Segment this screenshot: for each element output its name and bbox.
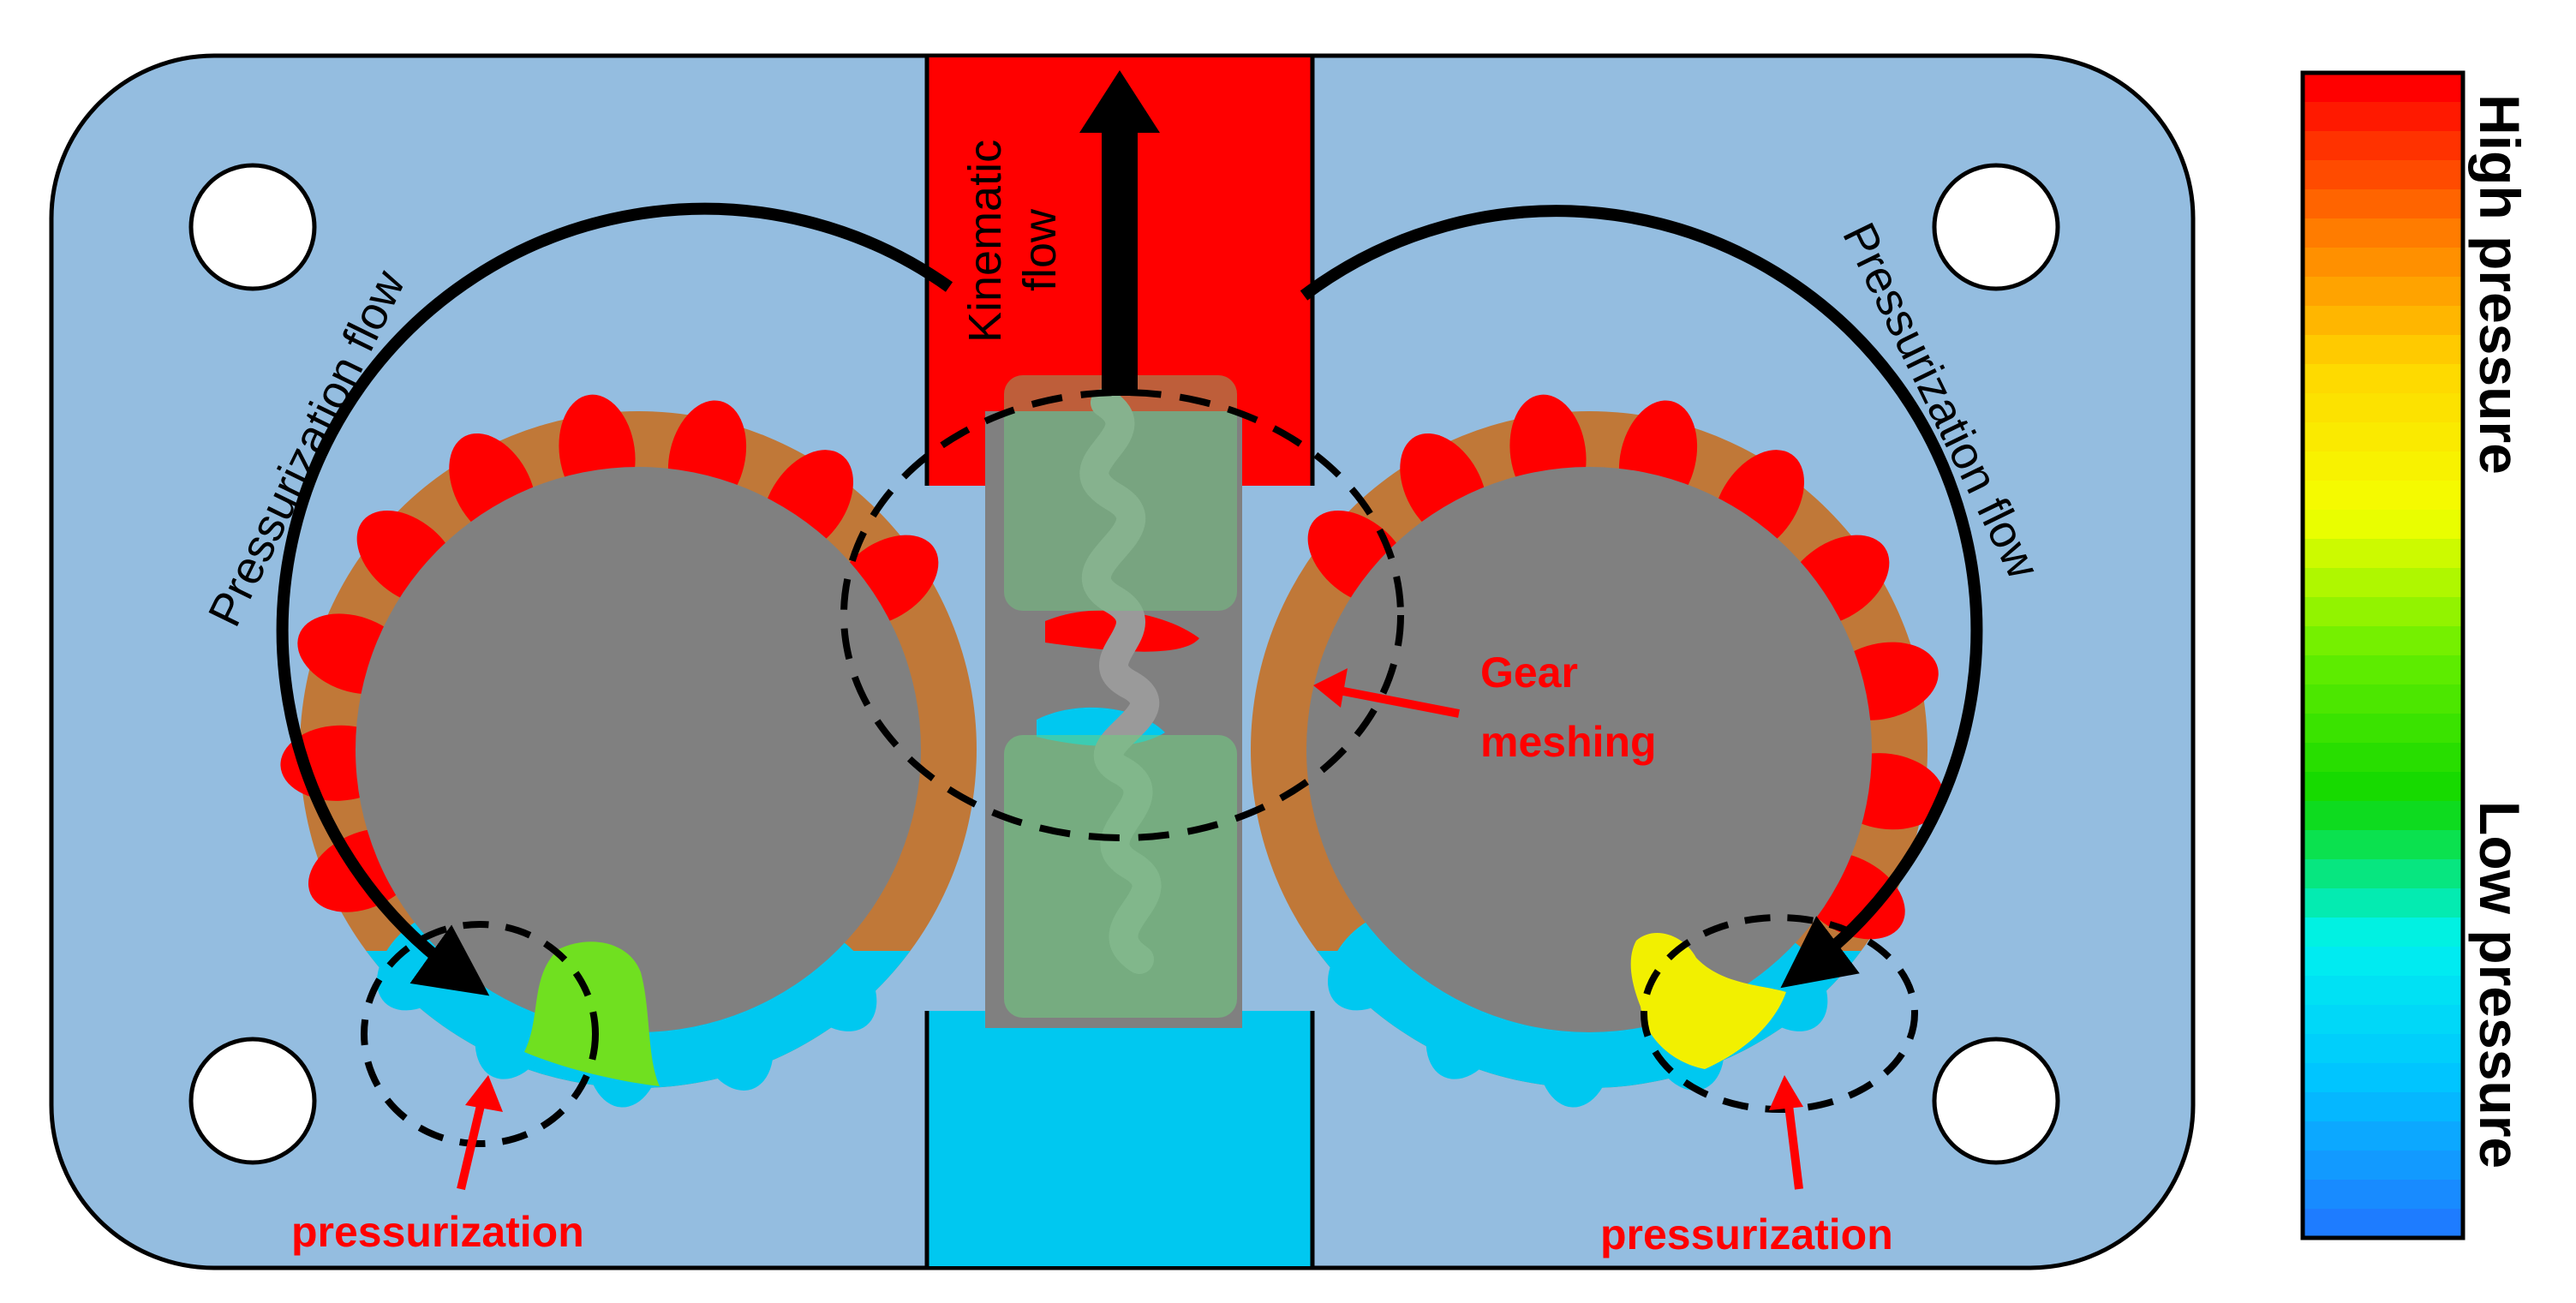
legend-band (2303, 859, 2463, 889)
mid-pressure-pocket-yellow (1630, 932, 1786, 1069)
mounting-hole-top-left (188, 163, 317, 291)
legend-high-pressure-label: High pressure (2468, 94, 2531, 475)
legend-band (2303, 947, 2463, 977)
inlet-channel (927, 1011, 1312, 1266)
legend-band (2303, 277, 2463, 307)
gear-meshing-highlight (840, 389, 1404, 841)
left-gear (356, 467, 921, 1032)
legend-band (2303, 917, 2463, 947)
legend-band (2303, 451, 2463, 481)
pressure-legend: High pressure Low pressure (2300, 70, 2531, 1240)
legend-band (2303, 655, 2463, 685)
left-pressurization-label: pressurization (291, 1208, 584, 1256)
legend-band (2303, 976, 2463, 1006)
right-pressurization-highlight (1641, 914, 1918, 1113)
kinematic-flow-label-line2: flow (1014, 208, 1066, 291)
kinematic-flow-label-line1: Kinematic (959, 140, 1011, 343)
gear-meshing-pointer (1334, 685, 1460, 718)
legend-band (2303, 102, 2463, 132)
legend-band (2303, 626, 2463, 656)
legend-band (2303, 1092, 2463, 1122)
kinematic-flow-arrow-shaft (1102, 129, 1138, 396)
legend-color-bands (2303, 73, 2463, 1239)
legend-band (2303, 830, 2463, 860)
right-gear (1306, 467, 1872, 1032)
legend-band (2303, 364, 2463, 394)
legend-band (2303, 1121, 2463, 1151)
legend-low-pressure-label: Low pressure (2468, 801, 2531, 1169)
gear-meshing-label-line1: Gear (1480, 649, 1578, 696)
mounting-hole-bottom-right (1932, 1037, 2060, 1165)
right-pressurization-pointer-head (1769, 1075, 1803, 1110)
legend-band (2303, 888, 2463, 918)
left-pressurization-pointer-head (465, 1075, 503, 1112)
legend-band (2303, 743, 2463, 773)
legend-band (2303, 1063, 2463, 1093)
mounting-hole-bottom-left (188, 1037, 317, 1165)
legend-band (2303, 597, 2463, 627)
right-pressurization-label: pressurization (1600, 1210, 1893, 1258)
legend-frame (2300, 70, 2465, 1240)
legend-band (2303, 568, 2463, 598)
legend-band (2303, 131, 2463, 161)
legend-band (2303, 248, 2463, 278)
legend-band (2303, 1151, 2463, 1180)
legend-band (2303, 1005, 2463, 1035)
gear-meshing-pointer-head (1313, 668, 1348, 708)
legend-band (2303, 335, 2463, 365)
legend-band (2303, 772, 2463, 802)
legend-band (2303, 1180, 2463, 1210)
legend-band (2303, 189, 2463, 219)
outlet-transition-overlay (1004, 375, 1237, 611)
legend-band (2303, 539, 2463, 569)
legend-band (2303, 1034, 2463, 1064)
right-pressurization-pointer (1784, 1097, 1803, 1190)
legend-band (2303, 1209, 2463, 1239)
kinematic-flow-arrow-head (1079, 70, 1160, 133)
gear-meshing-label-line2: meshing (1480, 718, 1657, 766)
left-pressurization-pointer (457, 1097, 487, 1191)
legend-band (2303, 801, 2463, 831)
legend-band (2303, 218, 2463, 248)
left-pressurization-highlight (361, 921, 599, 1147)
legend-band (2303, 73, 2463, 103)
right-pressurization-arrow (1300, 205, 1983, 989)
legend-band (2303, 160, 2463, 190)
legend-band (2303, 306, 2463, 336)
legend-band (2303, 510, 2463, 540)
mounting-hole-top-right (1932, 163, 2060, 291)
legend-band (2303, 481, 2463, 511)
legend-band (2303, 422, 2463, 452)
legend-band (2303, 684, 2463, 714)
inlet-transition-overlay (1004, 735, 1237, 1018)
legend-band (2303, 393, 2463, 423)
left-pressurization-arrow (276, 202, 953, 996)
legend-band (2303, 714, 2463, 744)
